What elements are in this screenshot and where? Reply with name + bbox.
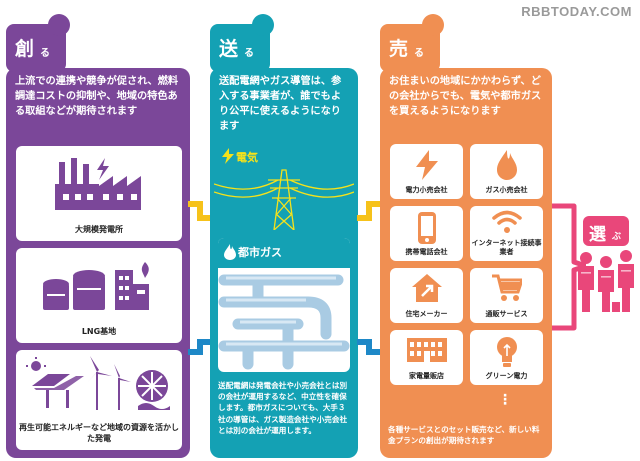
renewable-label: 再生可能エネルギーなど地域の資源を活かした発電 — [19, 423, 179, 443]
puzzle-knob — [48, 14, 70, 36]
gas-label: 都市ガス — [238, 246, 282, 259]
store-icon — [406, 338, 447, 362]
lightning-icon — [222, 148, 234, 164]
choose-tab: 選 ぶ — [583, 216, 629, 246]
more-indicator: ⋮ — [498, 392, 512, 408]
retailer-label: 電力小売会社 — [405, 186, 448, 194]
retailer-label: インターネット接続事業者 — [471, 239, 542, 256]
lng-card: LNG基地 — [16, 248, 182, 343]
electric-label: 電気 — [236, 151, 258, 164]
puzzle-knob — [252, 14, 274, 36]
power-plant-card: 大規模発電所 — [16, 146, 182, 241]
power-tower-icon — [214, 169, 354, 230]
retailer-card: 通販サービス — [470, 268, 543, 323]
retailer-label: 家電量販店 — [409, 372, 444, 380]
phone-icon — [417, 212, 436, 244]
gas-pipeline-illustration — [218, 238, 350, 370]
retailer-label: 携帯電話会社 — [405, 248, 448, 256]
renewable-icon — [26, 356, 170, 410]
connector-mid-to-right — [357, 201, 381, 355]
connector-left-to-mid — [188, 201, 212, 355]
sell-intro: お住まいの地域にかかわらず、どの会社からでも、電気や都市ガスを買えるようになりま… — [389, 76, 542, 117]
retailer-card: インターネット接続事業者 — [470, 206, 543, 261]
create-column: 上流での連携や競争が促され、燃料調達コストの抑制や、地域の特色ある取組などが期待… — [6, 68, 190, 458]
power-plant-label: 大規模発電所 — [75, 225, 123, 234]
people-icon — [578, 250, 634, 312]
lightning-icon — [415, 150, 438, 180]
create-tab-suffix: る — [40, 48, 50, 59]
sell-column: お住まいの地域にかかわらず、どの会社からでも、電気や都市ガスを買えるようになりま… — [380, 68, 552, 458]
deliver-tab: 送 る — [210, 14, 274, 72]
house-icon — [411, 274, 442, 302]
create-intro: 上流での連携や競争が促され、燃料調達コストの抑制や、地域の特色ある取組などが期待… — [15, 76, 179, 117]
lng-tank-icon — [43, 262, 149, 310]
flame-icon — [224, 244, 236, 260]
factory-icon — [55, 158, 141, 210]
retailer-card: 電力小売会社 — [390, 144, 463, 199]
electric-section: 電気 — [214, 148, 354, 230]
choose-tab-title: 選 — [589, 225, 606, 245]
wifi-icon — [491, 210, 522, 233]
deliver-column: 送配電網やガス導管は、参入する事業者が、誰でもより公平に使えるようになります 電… — [210, 68, 358, 458]
retailer-card: グリーン電力 — [470, 330, 543, 385]
gas-section: 都市ガス — [218, 238, 350, 372]
retailer-card: ガス小売会社 — [470, 144, 543, 199]
sell-note: 各種サービスとのセット販売など、新しい料金プランの創出が期待されます — [388, 425, 540, 445]
retailer-card: 携帯電話会社 — [390, 206, 463, 261]
create-tab: 創 る — [6, 14, 70, 72]
lng-label: LNG基地 — [81, 327, 117, 336]
choose-bracket — [552, 203, 586, 331]
retailer-label: グリーン電力 — [485, 372, 528, 380]
sell-tab-suffix: る — [414, 48, 424, 59]
deliver-intro: 送配電網やガス導管は、参入する事業者が、誰でもより公平に使えるようになります — [219, 76, 342, 132]
sell-tab-title: 売 — [389, 38, 409, 60]
cart-icon — [491, 274, 522, 301]
create-tab-title: 創 — [15, 38, 35, 60]
puzzle-knob — [422, 14, 444, 36]
retailer-card: 家電量販店 — [390, 330, 463, 385]
sell-tab: 売 る — [380, 14, 444, 72]
retailer-label: ガス小売会社 — [485, 186, 528, 194]
flame-icon — [496, 150, 517, 180]
deliver-tab-title: 送 — [219, 38, 239, 60]
choose-tab-suffix: ぶ — [612, 232, 622, 242]
retailer-card: 住宅メーカー — [390, 268, 463, 323]
deliver-note: 送配電網は発電会社や小売会社とは別の会社が運用するなど、中立性を確保します。都市… — [218, 381, 348, 435]
watermark: RBBTODAY.COM — [521, 4, 632, 19]
renewable-card: 再生可能エネルギーなど地域の資源を活かした発電 — [16, 350, 182, 450]
retailer-label: 住宅メーカー — [405, 310, 448, 318]
bulb-icon — [496, 337, 517, 367]
deliver-tab-suffix: る — [244, 48, 254, 59]
retailer-label: 通販サービス — [485, 310, 528, 318]
